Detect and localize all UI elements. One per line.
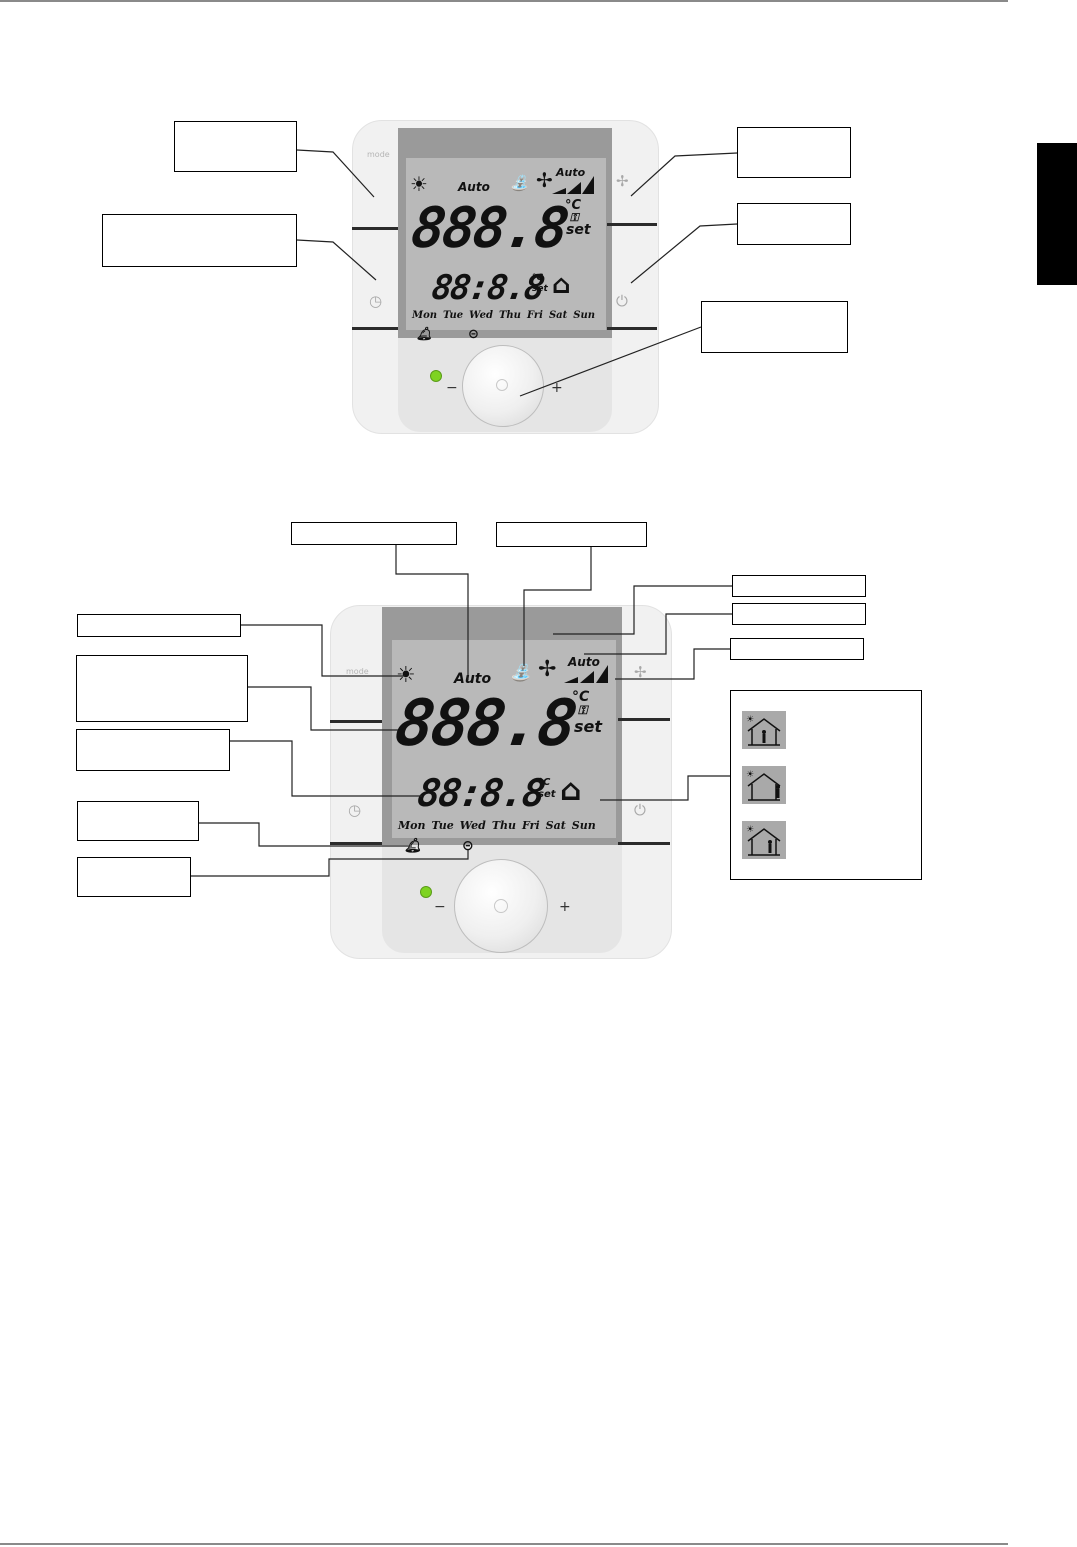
status-led <box>420 886 432 898</box>
tap-icon: ⛲ <box>510 663 532 683</box>
callout-box <box>291 522 457 545</box>
clock-icon[interactable]: ◷ <box>369 292 383 310</box>
day-label: Sat <box>545 819 566 832</box>
fan-icon: ✢ <box>536 168 553 192</box>
valve-icon: ⊝ <box>462 838 474 854</box>
thermostat-display-detail: mode ◷ ✢ ⏻ ☀ Auto ⛲ ✢ Auto 888.8 °C ⚿ se… <box>330 605 672 959</box>
svg-text:☀: ☀ <box>746 825 754 835</box>
mode-button-label[interactable]: mode <box>367 150 390 159</box>
callout-box <box>77 801 199 841</box>
callout-box <box>174 121 297 172</box>
callout-box <box>76 655 248 722</box>
callout-box <box>730 638 864 660</box>
day-label: Mon <box>412 310 438 321</box>
callout-box <box>701 301 848 353</box>
callout-box <box>737 203 851 245</box>
mode-button-label[interactable]: mode <box>346 667 369 676</box>
plus-label: + <box>559 899 571 915</box>
house-person-icon: ⌂ <box>560 773 582 808</box>
presence-mode-legend: ☀ ☀ ☀ <box>730 690 922 880</box>
right-divider-bottom <box>618 842 670 845</box>
fan-auto-label: Auto <box>556 166 586 179</box>
main-unit: °C <box>572 689 590 705</box>
svg-text:☀: ☀ <box>746 770 754 780</box>
time-set-label: set <box>538 789 556 800</box>
clock-icon[interactable]: ◷ <box>348 801 362 819</box>
bell-icon: 🔔︎ <box>416 327 433 342</box>
callout-box <box>737 127 851 178</box>
main-set-label: set <box>566 222 591 238</box>
main-set-label: set <box>574 717 603 736</box>
day-label: Tue <box>443 310 464 321</box>
valve-icon: ⊝ <box>468 327 479 342</box>
weekday-row: Mon Tue Wed Thu Fri Sat Sun <box>398 819 596 832</box>
knob-center <box>496 379 508 391</box>
callout-box <box>77 857 191 897</box>
callout-box <box>76 729 230 771</box>
day-label: Wed <box>459 819 486 832</box>
day-label: Thu <box>491 819 517 832</box>
callout-box <box>496 522 647 547</box>
left-divider-bottom <box>330 842 382 845</box>
fan-button-icon[interactable]: ✢ <box>616 172 629 190</box>
svg-text:☀: ☀ <box>746 715 754 725</box>
tap-icon: ⛲ <box>510 174 529 192</box>
home-present-icon: ☀ <box>742 711 786 749</box>
sun-icon: ☀ <box>396 663 416 688</box>
fan-icon: ✢ <box>538 657 557 682</box>
power-icon[interactable]: ⏻ <box>616 292 628 310</box>
time-unit: °C <box>532 273 544 283</box>
lcd-screen <box>392 640 616 838</box>
callout-box <box>102 214 297 267</box>
power-icon[interactable]: ⏻ <box>634 801 646 819</box>
day-label: Thu <box>498 310 521 321</box>
home-leaving-icon: ☀ <box>742 766 786 804</box>
time-set-label: set <box>532 284 548 294</box>
key-lock-icon: ⚿ <box>578 703 588 717</box>
home-away-icon: ☀ <box>742 821 786 859</box>
day-label: Sun <box>571 819 596 832</box>
left-divider-bottom <box>352 327 398 330</box>
plus-label: + <box>551 380 563 396</box>
key-lock-icon: ⚿ <box>570 211 579 224</box>
top-rule <box>0 0 1008 2</box>
left-divider-top <box>352 227 398 230</box>
knob-center <box>494 899 508 913</box>
house-person-icon: ⌂ <box>552 270 571 300</box>
day-label: Wed <box>469 310 493 321</box>
callout-box <box>77 614 241 637</box>
time-unit: °C <box>538 777 551 788</box>
right-divider-top <box>607 223 657 226</box>
left-divider-top <box>330 720 382 723</box>
auto-mode-label: Auto <box>454 671 492 687</box>
minus-label: − <box>446 380 458 396</box>
right-divider-bottom <box>607 327 657 330</box>
right-divider-top <box>618 718 670 721</box>
day-label: Sun <box>573 310 596 321</box>
fan-button-icon[interactable]: ✢ <box>634 663 647 681</box>
status-led <box>430 370 442 382</box>
weekday-row: Mon Tue Wed Thu Fri Sat Sun <box>412 310 595 321</box>
day-label: Fri <box>522 819 540 832</box>
section-tab <box>1037 143 1077 285</box>
day-label: Mon <box>398 819 426 832</box>
lcd-screen <box>406 158 606 330</box>
main-unit: °C <box>565 198 582 213</box>
day-label: Fri <box>526 310 543 321</box>
bottom-rule <box>0 1543 1008 1545</box>
fan-speed-bars-icon <box>552 176 594 194</box>
callout-box <box>732 603 866 625</box>
thermostat-front-view: mode ◷ ✢ ⏻ ☀ Auto ⛲ ✢ Auto 888.8 °C ⚿ se… <box>352 120 659 434</box>
fan-auto-label: Auto <box>568 655 600 669</box>
minus-label: − <box>434 899 446 915</box>
fan-speed-bars-icon <box>564 665 608 683</box>
auto-mode-label: Auto <box>458 180 490 194</box>
callout-box <box>732 575 866 597</box>
sun-icon: ☀ <box>410 172 428 196</box>
day-label: Tue <box>431 819 454 832</box>
bell-icon: 🔔︎ <box>404 838 422 854</box>
day-label: Sat <box>548 310 568 321</box>
